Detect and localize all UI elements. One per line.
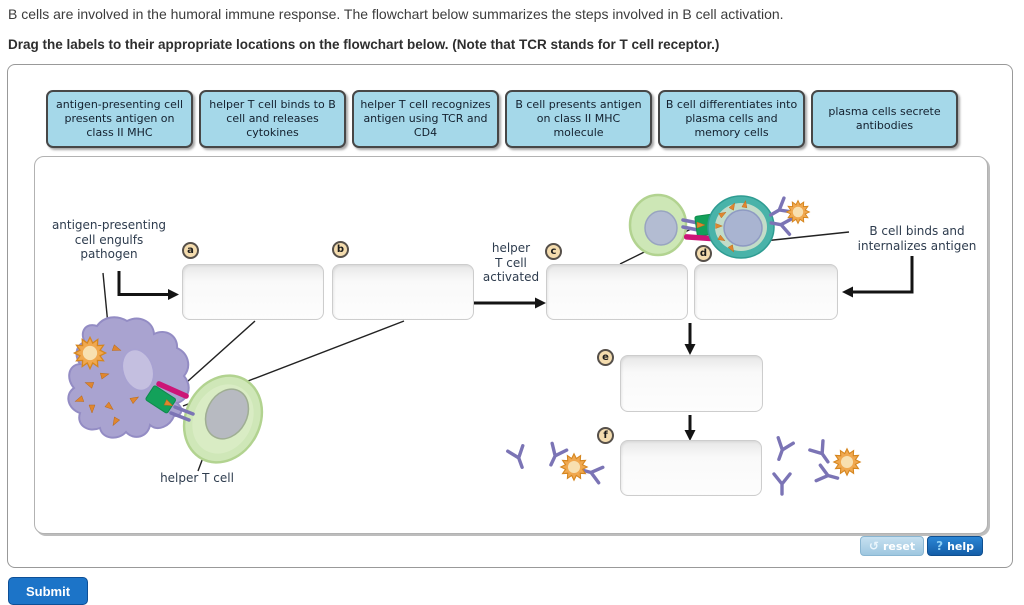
question-mark-icon: ? [936,539,944,553]
drop-target-f[interactable] [620,440,762,496]
helper-t-cell-top [628,193,688,257]
antibody-cluster-right [769,436,861,496]
flowchart-area: a b c d e f antigen-presenting cell engu… [34,156,988,534]
help-label: help [947,539,974,553]
target-letter-f: f [597,427,614,444]
flowchart-illustration [67,193,914,496]
drop-target-a[interactable] [182,264,324,320]
note-apc-engulfs-pathogen: antigen-presenting cell engulfs pathogen [51,218,167,262]
mhc-tcr-junction-bottom [145,381,195,422]
draggable-label[interactable]: B cell presents antigen on class II MHC … [505,90,652,148]
instruction-text: Drag the labels to their appropriate loc… [8,37,720,52]
target-letter-a: a [182,242,199,259]
intro-text: B cells are involved in the humoral immu… [8,6,784,22]
target-letter-d: d [695,245,712,262]
drop-target-b[interactable] [332,264,474,320]
target-letter-b: b [332,241,349,258]
note-helper-t-cell: helper T cell [160,471,234,485]
draggable-label[interactable]: plasma cells secrete antibodies [811,90,958,148]
activity-panel: antigen-presenting cell presents antigen… [7,64,1013,568]
flow-arrows [117,256,914,441]
macrophage-cell [67,316,190,439]
draggable-label[interactable]: helper T cell recognizes antigen using T… [352,90,499,148]
b-cell [707,195,810,259]
applet-controls: ↺ reset ? help [859,536,983,556]
submit-button[interactable]: Submit [8,577,88,605]
reset-icon: ↺ [868,539,879,553]
target-letter-e: e [597,349,614,366]
help-button[interactable]: ? help [927,536,983,556]
helper-t-cell-bottom [182,374,264,464]
drop-target-d[interactable] [694,264,838,320]
antibody-cluster-left [506,441,605,485]
draggable-label[interactable]: B cell differentiates into plasma cells … [658,90,805,148]
drop-target-c[interactable] [546,264,688,320]
note-helper-t-cell-activated: helper T cell activated [482,241,540,285]
note-b-cell-binds-antigen: B cell binds and internalizes antigen [857,224,977,253]
draggable-label[interactable]: helper T cell binds to B cell and releas… [199,90,346,148]
reset-button[interactable]: ↺ reset [859,536,925,556]
target-letter-c: c [545,243,562,260]
label-bank: antigen-presenting cell presents antigen… [46,90,958,148]
drop-target-e[interactable] [620,355,763,412]
draggable-label[interactable]: antigen-presenting cell presents antigen… [46,90,193,148]
reset-label: reset [882,539,916,553]
